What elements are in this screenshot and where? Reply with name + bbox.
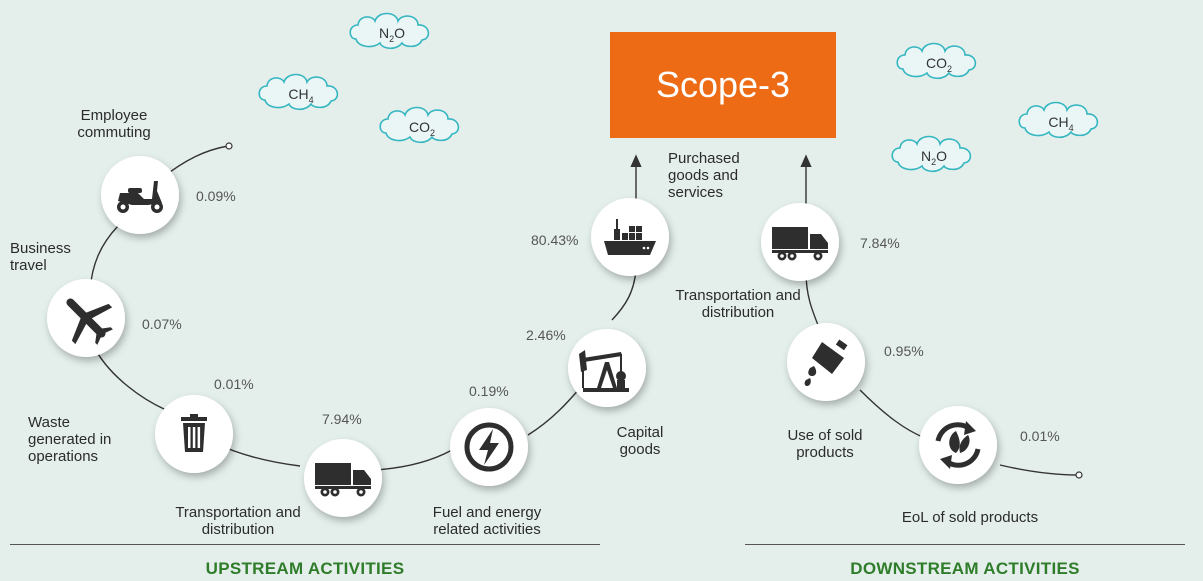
downstream-title: DOWNSTREAM ACTIVITIES (850, 559, 1080, 578)
gas-formula: CO2 (926, 55, 952, 74)
percent-fuel-energy: 0.19% (469, 383, 509, 399)
gas-cloud-n2o: N2O (349, 12, 430, 50)
percent-capital-goods: 2.46% (526, 327, 566, 343)
label-capital-goods: Capital goods (616, 424, 664, 458)
gas-formula: CH4 (288, 86, 313, 105)
path-start-dot (225, 142, 233, 150)
upstream-divider (10, 544, 600, 545)
gas-cloud-co2: CO2 (896, 42, 977, 80)
gas-cloud-ch4: CH4 (1018, 101, 1099, 139)
path-end-dot (1075, 471, 1083, 479)
percent-waste: 0.01% (214, 376, 254, 392)
gas-cloud-n2o: N2O (891, 135, 972, 173)
percent-business-travel: 0.07% (142, 316, 182, 332)
cargo-ship-icon (604, 219, 656, 255)
truck-icon (315, 463, 371, 497)
gas-cloud-co2: CO2 (379, 106, 460, 144)
label-eol: EoL of sold products (901, 509, 1039, 526)
gas-formula: N2O (921, 148, 947, 167)
gas-formula: CH4 (1048, 114, 1073, 133)
oil-pump-icon (579, 350, 629, 392)
truck-icon (772, 227, 828, 261)
gas-formula: N2O (379, 25, 405, 44)
label-transport-upstream: Transportation and distribution (175, 504, 301, 538)
downstream-divider (745, 544, 1185, 545)
cloud-icon (1018, 101, 1099, 139)
percent-purchased-goods: 80.43% (531, 232, 579, 248)
recycle-leaf-icon (935, 421, 981, 469)
oil-drop-icon (804, 339, 848, 386)
scooter-icon (117, 181, 163, 213)
cloud-icon (349, 12, 430, 50)
cloud-icon (891, 135, 972, 173)
percent-use-sold: 0.95% (884, 343, 924, 359)
gas-cloud-ch4: CH4 (258, 73, 339, 111)
label-transport-downstream: Transportation and distribution (675, 287, 801, 321)
percent-eol: 0.01% (1020, 428, 1060, 444)
cloud-icon (379, 106, 460, 144)
percent-employee-commuting: 0.09% (196, 188, 236, 204)
cloud-icon (896, 42, 977, 80)
trash-icon (181, 414, 207, 452)
lightning-icon (464, 422, 514, 472)
upstream-title: UPSTREAM ACTIVITIES (205, 559, 405, 578)
label-waste: Waste generated in operations (28, 414, 112, 465)
label-employee-commuting: Employee commuting (77, 107, 151, 141)
percent-transport-downstream: 7.84% (860, 235, 900, 251)
percent-transport-upstream: 7.94% (322, 411, 362, 427)
label-business-travel: Business travel (10, 240, 71, 274)
label-fuel-energy: Fuel and energy related activities (432, 504, 542, 538)
cloud-icon (258, 73, 339, 111)
airplane-icon (66, 298, 113, 345)
scope-3-box: Scope-3 (610, 32, 836, 138)
label-purchased-goods: Purchased goods and services (668, 150, 740, 201)
label-use-sold: Use of sold products (787, 427, 863, 461)
node-circles (47, 156, 997, 517)
gas-formula: CO2 (409, 119, 435, 138)
